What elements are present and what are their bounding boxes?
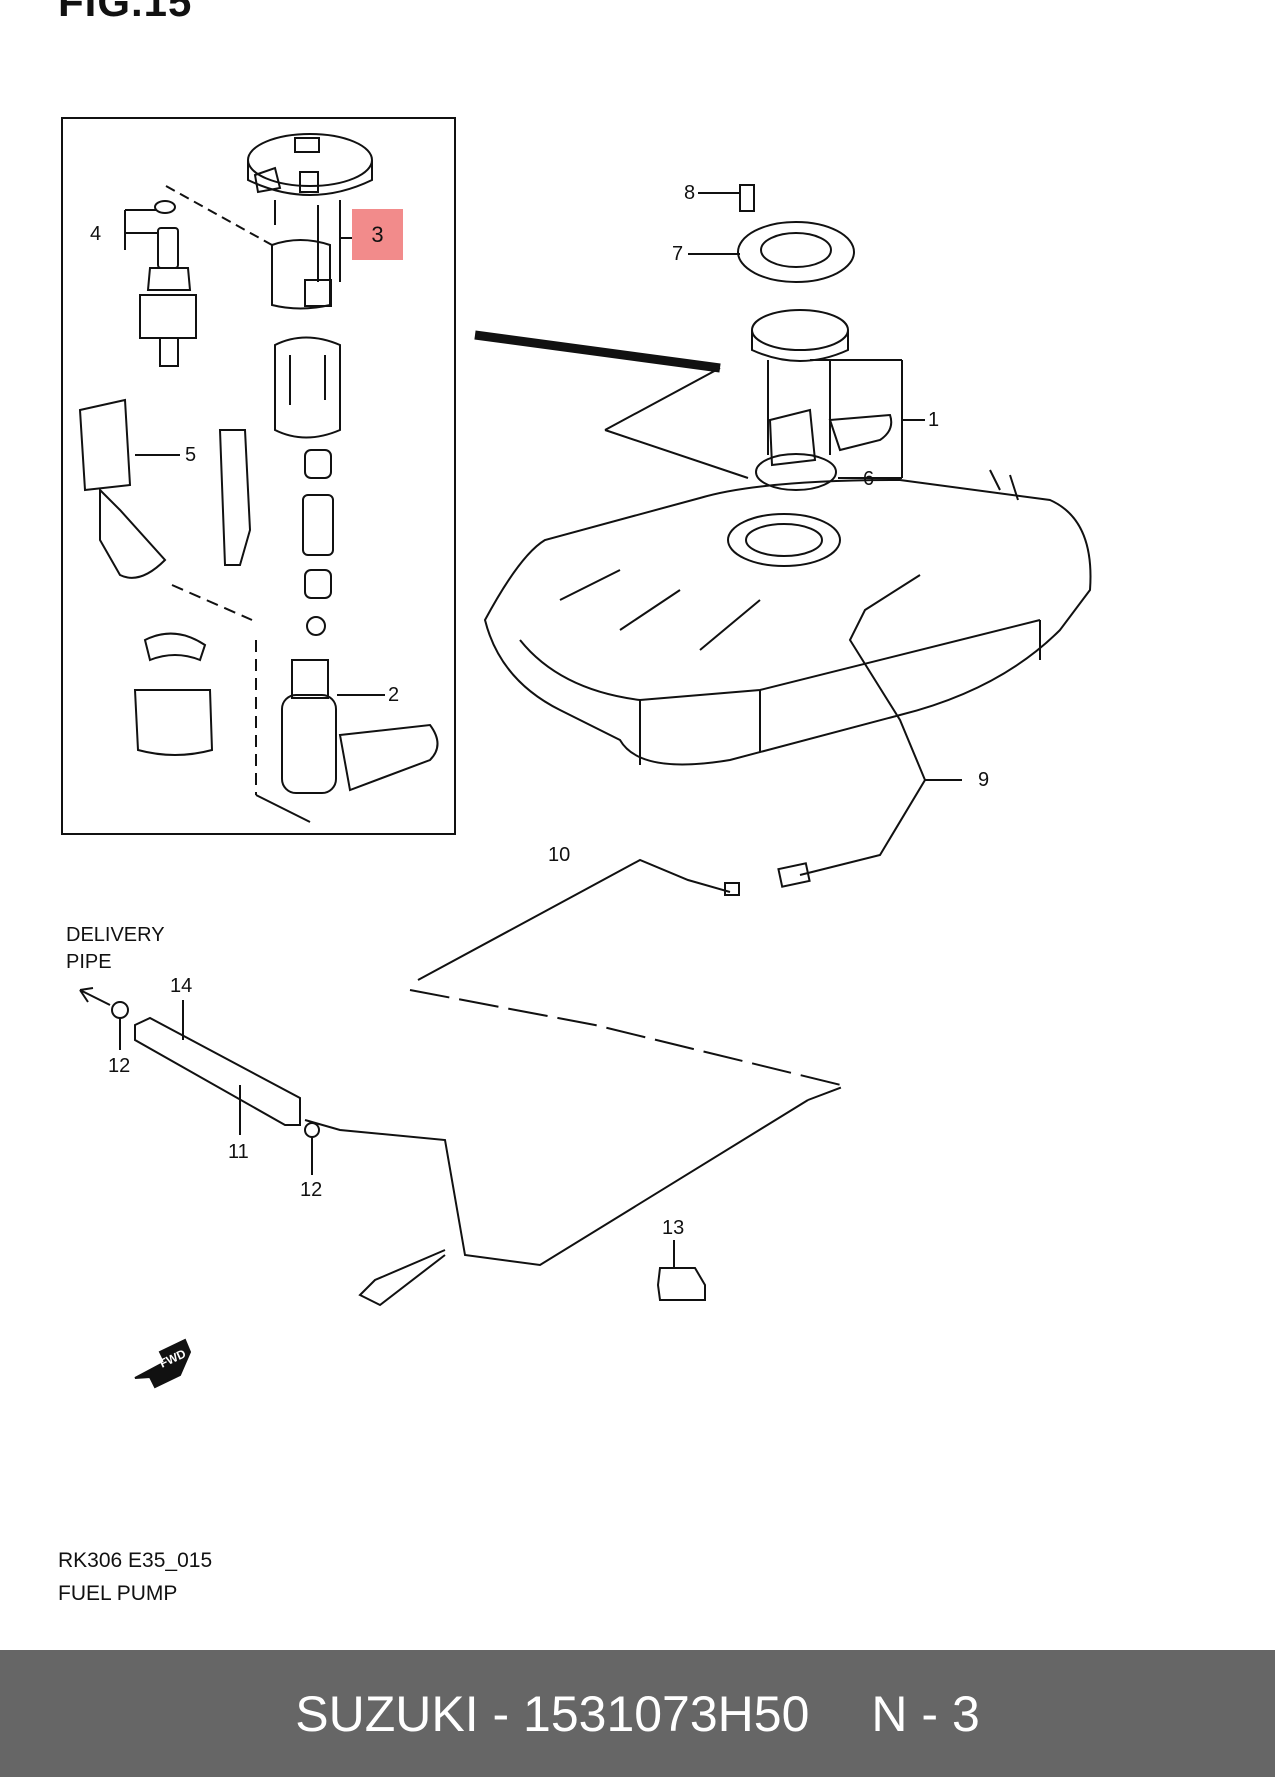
callout-11: 11 [228,1141,249,1163]
figure-title: FIG.15 [58,0,193,25]
pointer-line [474,330,721,373]
filter-holder [274,336,341,439]
callout-9: 9 [978,769,990,791]
callout-14: 14 [170,975,193,997]
delivery-pipe-line1: DELIVERY [66,924,165,946]
diagram-caption: RK306 E35_015 FUEL PUMP [58,1544,212,1610]
fuel-level-sender [78,398,252,579]
footer-ref: N - 3 [871,1685,980,1742]
footer-bar: SUZUKI - 1531073H50 N - 3 [0,1650,1275,1777]
diagram-name: FUEL PUMP [58,1582,178,1605]
fuel-pump [255,640,439,823]
holder-clips [133,584,253,756]
bolt [698,184,755,212]
pressure-regulator [124,200,197,367]
parts-diagram: FIG.15 [58,0,1092,1610]
callout-6: 6 [863,468,875,490]
delivery-pipe-line2: PIPE [66,951,112,973]
highlight-box [352,209,403,260]
callout-2: 2 [388,684,400,706]
callout-13: 13 [662,1217,685,1239]
clip-13 [656,1267,706,1301]
pump-module-assembly [751,309,925,491]
fuel-tank [483,469,1092,766]
retainer-plate [688,221,855,283]
diagram-code: RK306 E35_015 [58,1549,213,1572]
fuel-line-9 [799,574,927,876]
pump-module-top-assembly [165,133,373,310]
filter-parts [302,449,334,636]
fuel-line-10 [417,858,731,981]
footer-brand-part: SUZUKI - 1531073H50 [295,1685,810,1742]
callout-1: 1 [928,409,940,431]
callout-10: 10 [548,844,571,866]
forward-arrow-icon: FWD [134,1338,192,1389]
callout-12a: 12 [108,1055,131,1077]
callout-4: 4 [90,223,102,245]
diagram-drawing: FWD [61,117,1092,1389]
callout-3: 3 [371,222,384,247]
callout-12b: 12 [300,1179,323,1201]
callout-5: 5 [185,444,197,466]
inset-box [61,117,456,835]
callout-8: 8 [684,182,696,204]
fuel-line-lower [304,1099,809,1267]
callout-7: 7 [672,243,684,265]
fuel-hose [134,1016,301,1126]
